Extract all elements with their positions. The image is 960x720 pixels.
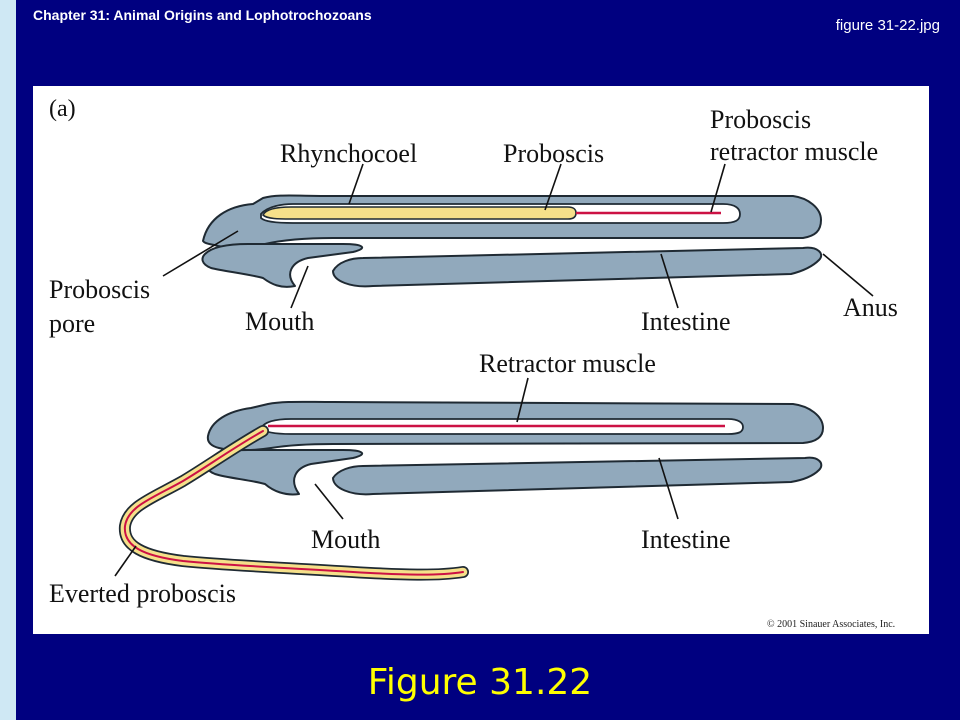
leader-mouth-bottom (314, 483, 344, 520)
label-proboscis-pore-line2: pore (49, 309, 95, 338)
label-mouth-top: Mouth (245, 307, 314, 336)
chapter-title: Chapter 31: Animal Origins and Lophotroc… (33, 7, 372, 23)
leader-anus (822, 253, 874, 297)
label-retractor-muscle: Retractor muscle (479, 349, 656, 378)
label-rhynchocoel: Rhynchocoel (280, 139, 417, 168)
nemertean-diagram: (a) (49, 96, 898, 630)
body-ventral-gut-bottom (332, 456, 823, 496)
worm-retracted (201, 194, 823, 288)
leader-intestine-bottom (658, 457, 679, 520)
body-ventral-head (201, 243, 364, 288)
label-anus: Anus (843, 293, 898, 322)
leader-retractor-muscle (516, 377, 529, 423)
everted-proboscis-muscle (123, 430, 464, 576)
leader-proboscis (544, 163, 562, 211)
figure-panel: (a) (33, 86, 929, 634)
leader-intestine-top (660, 253, 679, 309)
body-ventral-head-bottom (205, 449, 364, 496)
figure-caption: Figure 31.22 (367, 662, 593, 703)
left-accent-stripe (0, 0, 16, 720)
label-intestine-top: Intestine (641, 307, 731, 336)
leader-mouth-top (290, 265, 309, 309)
body-ventral-gut (332, 246, 823, 288)
file-name: figure 31-22.jpg (835, 17, 940, 34)
leader-proboscis-pore (162, 230, 239, 277)
worm-everted (118, 400, 824, 581)
label-proboscis-pore-line1: Proboscis (49, 275, 150, 304)
leader-rhynchocoel (348, 163, 364, 205)
rhynchocoel-top (262, 206, 577, 220)
label-proboscis-retractor-line2: retractor muscle (710, 137, 878, 166)
panel-letter: (a) (49, 96, 76, 122)
label-intestine-bottom: Intestine (641, 525, 731, 554)
copyright-notice: © 2001 Sinauer Associates, Inc. (767, 619, 895, 630)
label-mouth-bottom: Mouth (311, 525, 380, 554)
label-everted-proboscis: Everted proboscis (49, 579, 236, 608)
leader-proboscis-retractor (710, 163, 726, 213)
label-proboscis: Proboscis (503, 139, 604, 168)
leader-everted-proboscis (114, 545, 137, 577)
label-proboscis-retractor-line1: Proboscis (710, 105, 811, 134)
